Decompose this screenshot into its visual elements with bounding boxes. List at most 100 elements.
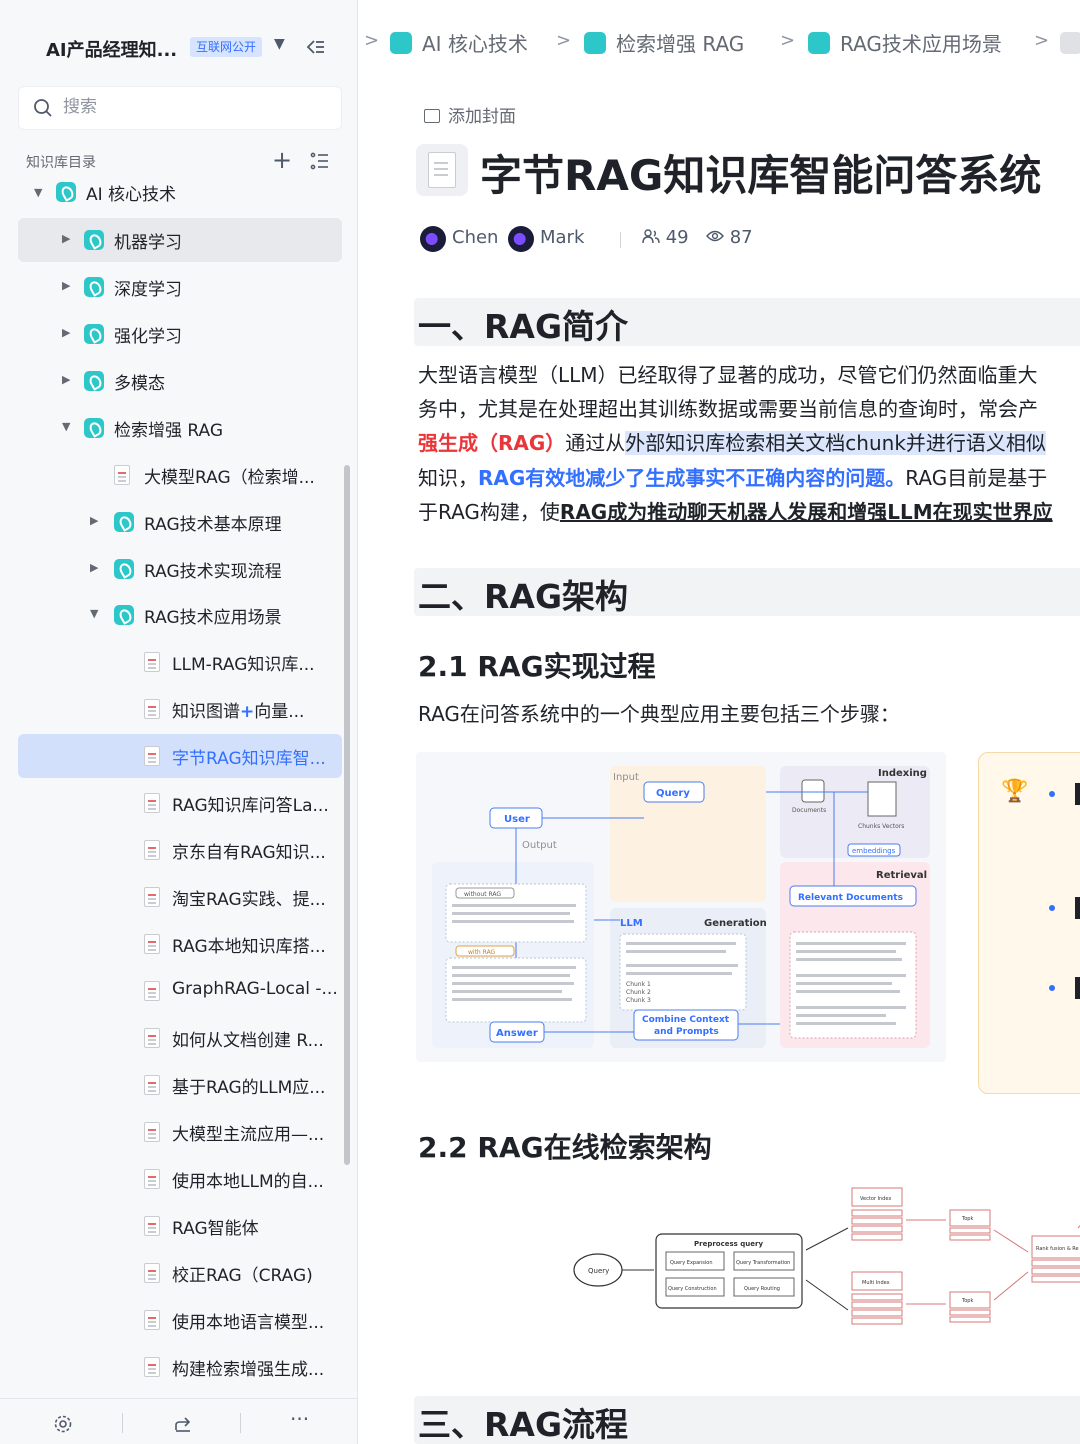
page-title[interactable]: 字节RAG知识库智能问答系统 — [480, 151, 1042, 200]
diagram-label-chunk2: Chunk 2 — [626, 989, 651, 996]
views-count: 87 — [706, 227, 753, 248]
expand-arrow-icon[interactable]: ▼ — [34, 186, 43, 199]
search-box[interactable] — [18, 86, 342, 130]
tree-item-ml[interactable]: ▶ 机器学习 — [18, 218, 342, 262]
tree-item-rl[interactable]: ▶ 强化学习 — [18, 312, 342, 356]
paragraph-line[interactable]: 务中，尤其是在处理超出其训练数据或需要当前信息的查询时，常会产 — [418, 397, 1038, 421]
diagram-label-output: Output — [522, 840, 557, 851]
breadcrumb-item-ai-core[interactable]: AI 核心技术 — [390, 28, 528, 57]
more-icon[interactable]: ··· — [290, 1407, 310, 1431]
document-icon — [144, 1028, 160, 1048]
breadcrumb-chevron-icon: > — [1034, 30, 1050, 51]
add-cover-button[interactable]: 添加封面 — [424, 102, 516, 127]
expand-arrow-icon[interactable]: ▼ — [62, 420, 71, 433]
paragraph-line[interactable]: 于RAG构建，使RAG成为推动聊天机器人发展和增强LLM在现实世界应 — [418, 495, 1080, 530]
tree-item-label: 大模型RAG（检索增... — [144, 468, 315, 488]
collaborators-value: 49 — [665, 227, 689, 248]
knowledge-base-icon — [56, 182, 76, 202]
subheading-online-retrieval[interactable]: 2.2 RAG在线检索架构 — [418, 1131, 712, 1164]
diagram-label-chunks: Chunks Vectors — [858, 823, 904, 830]
document-icon — [1060, 32, 1080, 54]
tree-item-doc[interactable]: RAG智能体 — [18, 1204, 342, 1248]
sidebar-header: AI产品经理知... 互联网公开 ▼ — [0, 0, 358, 90]
tree-item-doc[interactable]: 如何从文档创建 R... — [18, 1016, 342, 1060]
tree-item-doc[interactable]: 京东自有RAG知识... — [18, 828, 342, 872]
tree-item-doc[interactable]: 构建检索增强生成... — [18, 1345, 342, 1389]
tree-item-rag-scenes[interactable]: ▼ RAG技术应用场景 — [18, 593, 342, 637]
section-heading-band — [414, 1396, 1080, 1444]
tree-item-doc[interactable]: RAG本地知识库搭... — [18, 922, 342, 966]
diagram-label-query: Query — [656, 788, 690, 799]
author-name[interactable]: Mark — [540, 227, 585, 248]
tree-item-doc[interactable]: LLM-RAG知识库... — [18, 640, 342, 684]
breadcrumb-item-rag-scenes[interactable]: RAG技术应用场景 — [808, 28, 1002, 57]
text-fragment — [1075, 783, 1080, 805]
collapse-sidebar-icon[interactable] — [304, 36, 326, 58]
expand-arrow-icon[interactable]: ▶ — [62, 279, 71, 292]
tree-item-doc[interactable]: 知识图谱+向量... — [18, 687, 342, 731]
diagram2-label-b3: Query Construction — [668, 1286, 717, 1292]
expand-arrow-icon[interactable]: ▶ — [62, 326, 71, 339]
paragraph-line[interactable]: 知识，RAG有效地减少了生成事实不正确内容的问题。RAG目前是基于 — [418, 461, 1080, 496]
knowledge-base-icon — [114, 512, 134, 532]
tree-item-multimodal[interactable]: ▶ 多模态 — [18, 359, 342, 403]
expand-arrow-icon[interactable]: ▼ — [90, 607, 99, 620]
section-heading-band — [414, 568, 1080, 616]
document-icon — [144, 934, 160, 954]
tree-item-doc[interactable]: 大模型RAG（检索增... — [18, 453, 342, 497]
tree-item-doc[interactable]: 基于RAG的LLM应... — [18, 1063, 342, 1107]
expand-arrow-icon[interactable]: ▶ — [90, 561, 99, 574]
section-heading-process[interactable]: 三、RAG流程 — [418, 1405, 629, 1444]
diagram2-label-multi: Multi Index — [862, 1280, 890, 1286]
add-icon[interactable]: + — [272, 146, 293, 174]
diagram-label-answer: Answer — [496, 1028, 538, 1039]
tree-item-doc[interactable]: 大模型主流应用—... — [18, 1110, 342, 1154]
tree-item-label: 多模态 — [114, 374, 165, 394]
expand-arrow-icon[interactable]: ▶ — [62, 232, 71, 245]
document-icon — [416, 144, 468, 196]
subheading-rag-process[interactable]: 2.1 RAG实现过程 — [418, 650, 656, 683]
callout-box[interactable]: 🏆 — [978, 752, 1080, 1094]
share-icon[interactable] — [172, 1413, 194, 1435]
expand-arrow-icon[interactable]: ▶ — [62, 373, 71, 386]
section-heading-architecture[interactable]: 二、RAG架构 — [418, 577, 629, 616]
tree-item-doc[interactable]: RAG知识库问答La... — [18, 781, 342, 825]
tree-item-doc[interactable]: 使用本地语言模型... — [18, 1298, 342, 1342]
bullet-dot — [1049, 985, 1055, 991]
settings-gear-icon[interactable] — [52, 1413, 74, 1435]
author-name[interactable]: Chen — [452, 227, 499, 248]
tree-item-label: 大模型主流应用—... — [172, 1125, 325, 1145]
diagram-label-combine2: and Prompts — [654, 1027, 719, 1037]
rag-process-diagram[interactable]: Input Query Indexing User Output Documen… — [416, 752, 946, 1062]
tree-item-doc[interactable]: 淘宝RAG实践、提... — [18, 875, 342, 919]
tree-item-doc[interactable]: GraphRAG-Local -... — [18, 969, 342, 1013]
avatar[interactable] — [508, 226, 534, 252]
diagram-label-chunk3: Chunk 3 — [626, 997, 651, 1004]
tree-item-label: 淘宝RAG实践、提... — [172, 890, 326, 910]
expand-arrow-icon[interactable]: ▶ — [90, 514, 99, 527]
document-icon — [114, 465, 130, 485]
paragraph-steps-intro[interactable]: RAG在问答系统中的一个典型应用主要包括三个步骤： — [418, 702, 900, 726]
tree-item-ai-core[interactable]: ▼ AI 核心技术 — [18, 172, 342, 216]
tree-item-label: 使用本地语言模型... — [172, 1313, 325, 1333]
paragraph-line[interactable]: 大型语言模型（LLM）已经取得了显著的成功，尽管它们仍然面临重大 — [418, 363, 1038, 387]
breadcrumb-item-rag[interactable]: 检索增强 RAG — [584, 28, 744, 57]
section-heading-intro[interactable]: 一、RAG简介 — [418, 307, 629, 346]
knowledge-base-icon — [114, 605, 134, 625]
sidebar-scrollbar[interactable] — [344, 465, 350, 1165]
tree-item-rag[interactable]: ▼ 检索增强 RAG — [18, 406, 342, 450]
tree-item-dl[interactable]: ▶ 深度学习 — [18, 265, 342, 309]
outline-list-icon[interactable] — [309, 150, 331, 172]
paragraph-line[interactable]: 强生成（RAG）通过从外部知识库检索相关文档chunk并进行语义相似 — [418, 426, 1080, 461]
tree-item-rag-basics[interactable]: ▶ RAG技术基本原理 — [18, 500, 342, 544]
tree-item-rag-flow[interactable]: ▶ RAG技术实现流程 — [18, 547, 342, 591]
online-retrieval-diagram[interactable]: Query Preprocess query Query Expansion Q… — [558, 1180, 1080, 1340]
kb-switch-caret-icon[interactable]: ▼ — [274, 36, 285, 52]
bullet-dot — [1049, 791, 1055, 797]
avatar[interactable] — [420, 226, 446, 252]
tree-item-doc[interactable]: 使用本地LLM的自... — [18, 1157, 342, 1201]
knowledge-base-title[interactable]: AI产品经理知... — [46, 40, 178, 61]
tree-item-current-doc[interactable]: 字节RAG知识库智... — [18, 734, 342, 778]
tree-item-doc[interactable]: 校正RAG（CRAG) — [18, 1251, 342, 1295]
search-input[interactable] — [63, 97, 323, 117]
